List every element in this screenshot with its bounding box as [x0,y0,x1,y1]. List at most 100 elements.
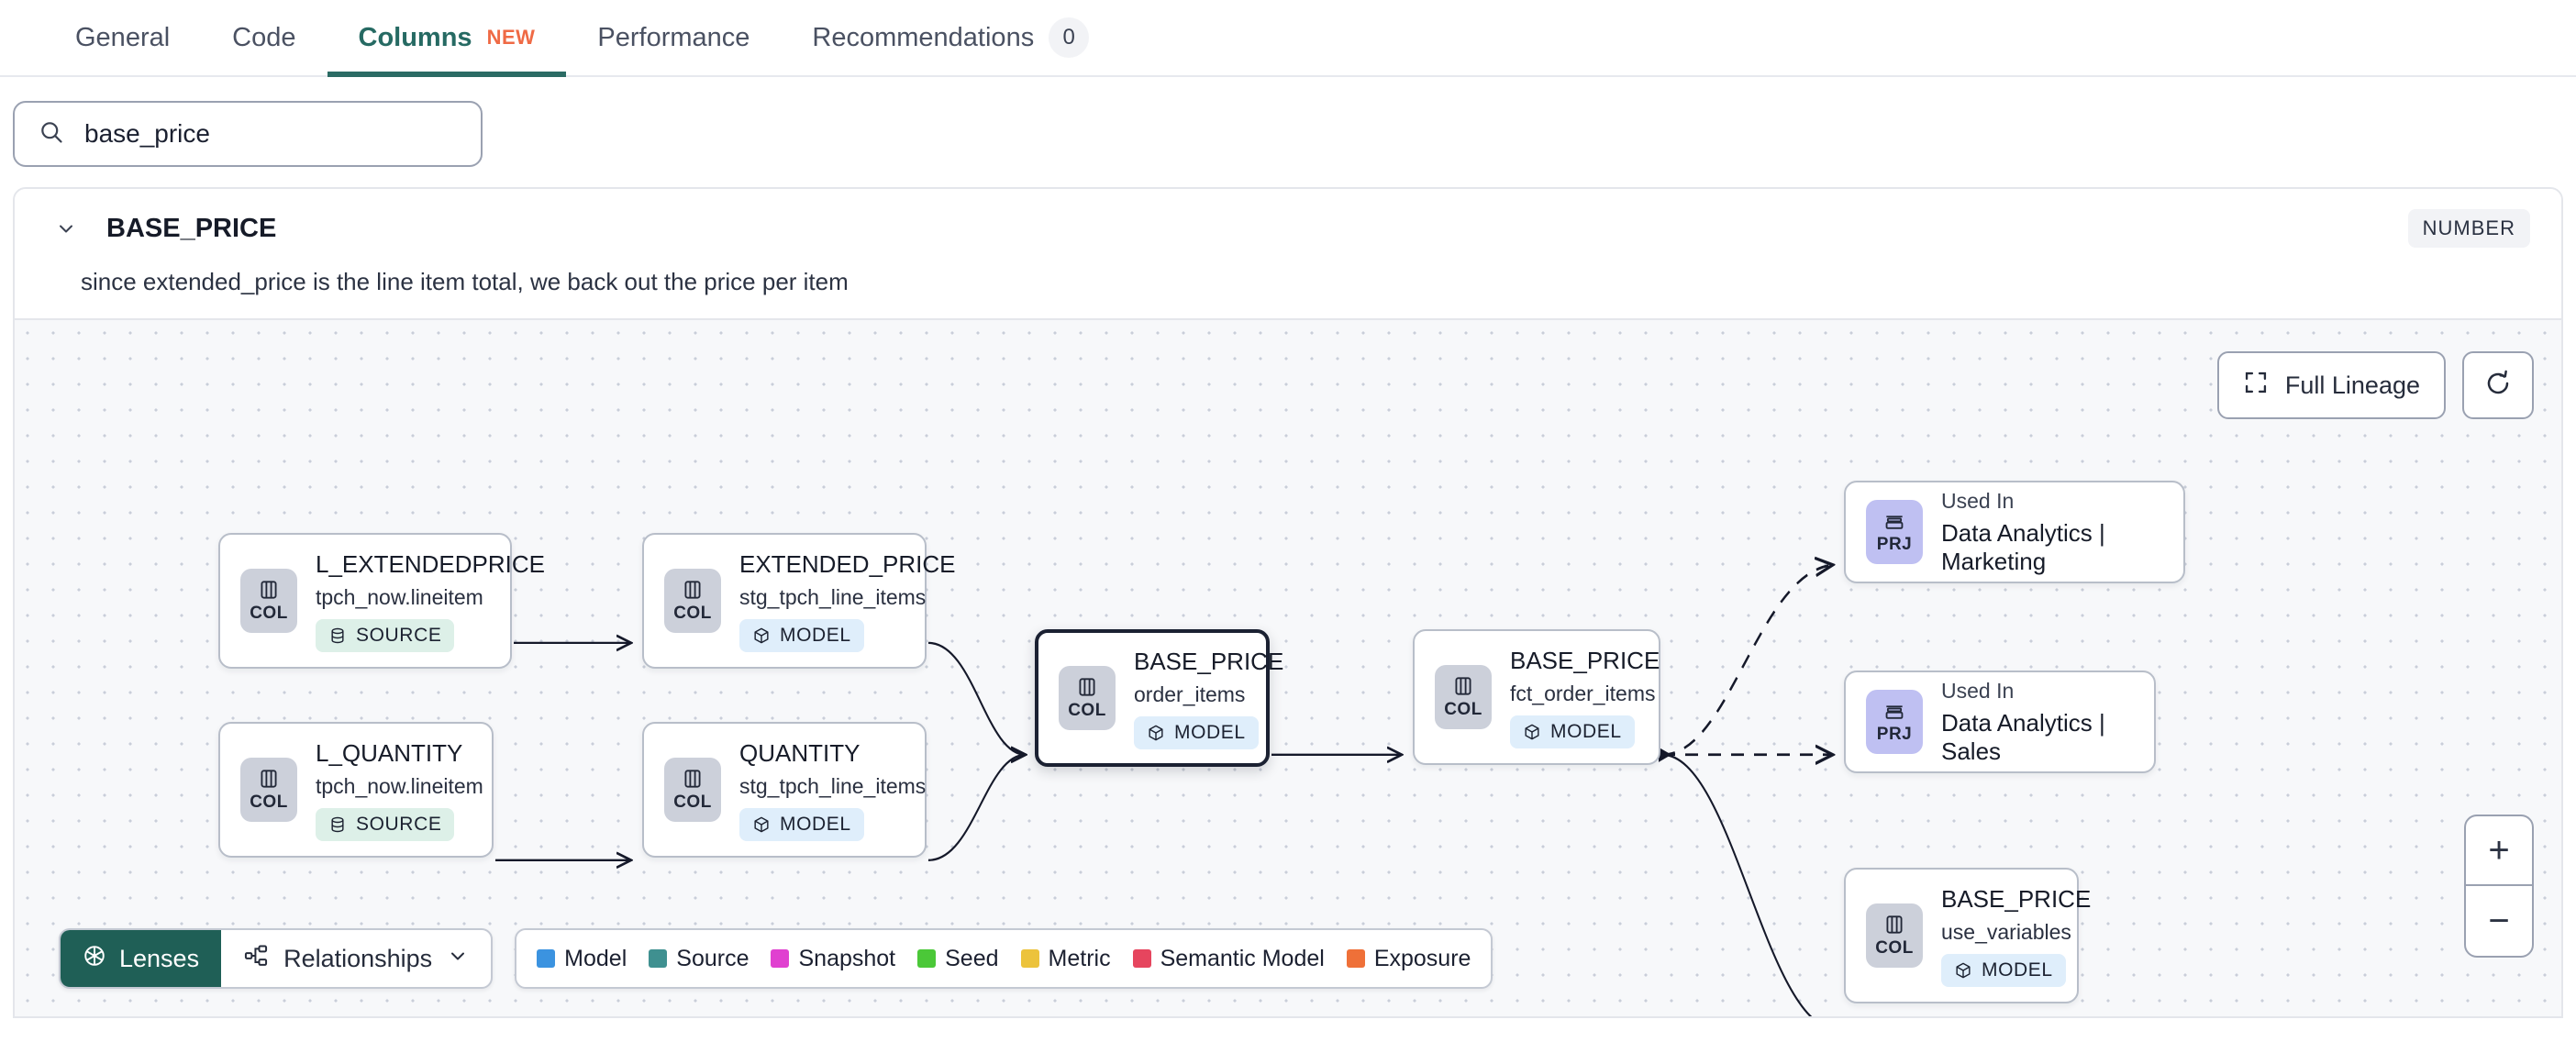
materialization-label: MODEL [1982,959,2053,981]
project-name: Data Analytics | Marketing [1941,518,2105,575]
legend-item-source: Source [649,946,749,972]
col-kind-badge: COL [664,569,721,633]
column-icon [684,770,701,788]
tab-performance[interactable]: Performance [566,0,781,75]
node-name: L_EXTENDEDPRICE [316,549,545,578]
expand-icon [2243,370,2269,402]
col-kind-badge: COL [664,758,721,822]
lineage-node-extended-price[interactable]: COL EXTENDED_PRICE stg_tpch_line_items M… [642,533,956,669]
project-used-in-label: Used In [1941,678,2015,703]
project-name: Data Analytics | Sales [1941,708,2105,765]
legend-item-model: Model [537,946,627,972]
prj-kind-badge: PRJ [1866,500,1923,564]
prj-kind-label: PRJ [1876,535,1913,554]
aperture-icon [83,944,106,974]
cube-icon [754,627,769,643]
col-kind-badge: COL [1435,665,1492,729]
column-icon [261,581,277,599]
materialization-badge: MODEL [1134,715,1259,749]
relationships-label: Relationships [283,944,433,972]
tab-label: Columns [358,22,472,52]
node-name: QUANTITY [739,738,861,767]
col-kind-badge: COL [240,569,297,633]
tab-label: General [75,22,171,52]
node-subtitle: tpch_now.lineitem [316,584,483,609]
column-icon [261,770,277,788]
tab-label: Code [232,22,296,52]
legend-label: Source [676,945,749,971]
lineage-node-base-price-order-items[interactable]: COL BASE_PRICE order_items MODEL [1035,629,1283,767]
tab-columns[interactable]: Columns NEW [327,0,567,77]
legend-swatch [1020,949,1039,968]
materialization-badge: SOURCE [316,807,455,841]
materialization-badge: MODEL [1510,715,1635,748]
legend-item-metric: Metric [1020,946,1111,972]
legend-label: Seed [945,945,999,971]
col-kind-badge: COL [1059,666,1116,730]
node-name: L_QUANTITY [316,738,463,767]
lineage-canvas[interactable]: COL L_EXTENDEDPRICE tpch_now.lineitem SO… [15,318,2561,1016]
zoom-in-button[interactable]: + [2466,816,2532,886]
chevron-down-icon[interactable] [46,217,86,239]
cube-icon [754,816,769,832]
column-description: since extended_price is the line item to… [81,268,849,295]
lineage-node-quantity[interactable]: COL QUANTITY stg_tpch_line_items MODEL [642,722,927,858]
tab-bar: General Code Columns NEW Performance Rec… [0,0,2576,77]
legend-item-exposure: Exposure [1346,946,1471,972]
legend-swatch [537,949,556,968]
search-input[interactable]: base_price [13,101,483,167]
tab-general[interactable]: General [44,0,201,75]
relationships-dropdown[interactable]: Relationships [221,930,491,987]
tab-label: Performance [597,22,750,52]
lineage-node-base-price-fct-order-items[interactable]: COL BASE_PRICE fct_order_items MODEL [1413,629,1660,765]
lens-control-group: Lenses Relationships [59,928,494,989]
lineage-node-l-quantity[interactable]: COL L_QUANTITY tpch_now.lineitem SOURCE [218,722,494,858]
legend-item-seed: Seed [917,945,999,972]
legend-swatch [917,949,937,968]
node-name: BASE_PRICE [1510,646,1660,674]
project-icon [1885,705,1904,719]
legend-swatch [649,949,668,968]
col-kind-badge: COL [1866,903,1923,968]
materialization-label: SOURCE [356,624,442,646]
zoom-out-button[interactable]: − [2488,901,2510,941]
search-area: base_price [0,77,2576,187]
node-subtitle: fct_order_items [1510,681,1656,705]
col-kind-label: COL [1875,938,1914,958]
lineage-node-project-marketing[interactable]: PRJ Used In Data Analytics | Marketing [1844,481,2185,583]
lineage-legend: Model Source Snapshot Seed Metric [515,928,1493,989]
legend-label: Semantic Model [1160,945,1325,971]
relationships-icon [243,943,269,975]
refresh-icon [2484,370,2512,402]
chevron-down-icon [447,945,469,973]
node-subtitle: order_items [1134,682,1246,706]
node-subtitle: tpch_now.lineitem [316,773,483,798]
full-lineage-label: Full Lineage [2284,371,2420,399]
tab-code[interactable]: Code [201,0,327,75]
node-name: EXTENDED_PRICE [739,549,956,578]
prj-kind-label: PRJ [1876,725,1913,744]
node-name: BASE_PRICE [1941,884,2092,913]
full-lineage-button[interactable]: Full Lineage [2216,351,2446,419]
tab-recommendations-count: 0 [1049,17,1090,58]
database-icon [331,816,344,832]
legend-swatch [1132,949,1151,968]
refresh-button[interactable] [2462,351,2534,419]
lineage-node-base-price-use-variables[interactable]: COL BASE_PRICE use_variables MODEL [1844,868,2091,1003]
materialization-label: MODEL [780,813,851,835]
col-kind-label: COL [1444,700,1482,719]
col-kind-label: COL [250,604,288,623]
legend-label: Snapshot [798,945,896,971]
lineage-node-l-extendedprice[interactable]: COL L_EXTENDEDPRICE tpch_now.lineitem SO… [218,533,545,669]
col-kind-label: COL [1068,701,1106,720]
materialization-badge: MODEL [1941,953,2066,987]
project-used-in-label: Used In [1941,488,2015,513]
legend-label: Model [564,945,627,971]
materialization-badge: MODEL [739,807,864,841]
lenses-button[interactable]: Lenses [61,930,222,987]
col-kind-label: COL [673,793,712,812]
lineage-node-project-sales[interactable]: PRJ Used In Data Analytics | Sales [1844,671,2156,773]
canvas-bottom-toolbar: Lenses Relationships [59,928,1493,989]
tab-recommendations[interactable]: Recommendations 0 [781,0,1120,75]
prj-kind-badge: PRJ [1866,690,1923,754]
